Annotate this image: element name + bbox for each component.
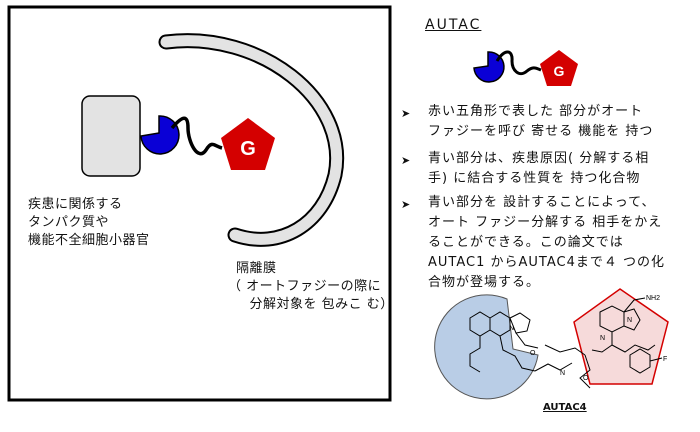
svg-text:O: O (530, 350, 536, 357)
structure-blue-region (434, 294, 539, 400)
bullet-line: AUTAC1 からAUTAC4まで４ つの化 (428, 255, 665, 270)
structure-red-region (573, 288, 669, 385)
g-label: G (240, 138, 256, 160)
svg-text:N: N (509, 325, 514, 332)
bullet-line: 赤い五角形で表した 部分がオート (428, 104, 644, 119)
svg-text:N: N (560, 370, 565, 377)
g-pentagon (221, 118, 275, 170)
linker-line (170, 116, 223, 156)
blue-ligand-shape (140, 115, 180, 155)
svg-text:O: O (583, 375, 589, 382)
bullet-line: オート ファジー分解する 相手をかえ (428, 215, 663, 230)
target-protein-box (81, 95, 141, 177)
autac-linker-line (495, 50, 542, 76)
membrane-label-line: （ オートファジーの際に (228, 279, 382, 294)
bullet-line: 青い部分を 設計することによって、 (428, 195, 656, 210)
bullet-line: ファジーを呼び 寄せる 機能を 持つ (428, 124, 654, 139)
protein-label-line: 機能不全細胞小器官 (28, 233, 150, 248)
membrane-label-line: 隔離膜 (236, 261, 277, 276)
protein-label: 疾患に関係する タンパク質や 機能不全細胞小器官 (28, 196, 150, 250)
protein-label-line: タンパク質や (28, 215, 110, 230)
membrane-label: 隔離膜 （ オートファジーの際に 分解対象を 包みこ む） (228, 260, 394, 314)
svg-text:N: N (627, 317, 632, 324)
svg-text:NH2: NH2 (646, 295, 660, 302)
autac4-caption: AUTAC4 (543, 402, 587, 413)
autac-g-pentagon (540, 50, 578, 86)
bullet-line: ることができる。この論文では (428, 235, 624, 250)
autac4-structure: N O N N N NH2 F O (434, 288, 669, 400)
bullet-line: 青い部分は、疾患原因( 分解する相 (428, 151, 650, 166)
bullet-line: 合物が登場する。 (428, 275, 541, 290)
autac-g-label: G (554, 63, 565, 79)
bullet-line: 手) に結合する性質を 持つ化合物 (428, 171, 641, 186)
isolation-membrane-fill (160, 35, 343, 245)
svg-text:F: F (663, 356, 667, 363)
autac-title: AUTAC (425, 17, 482, 33)
bullet-arrow-icon: ➤ (401, 198, 412, 211)
membrane-label-line: 分解対象を 包みこ む） (236, 297, 394, 312)
bullet-arrow-icon: ➤ (401, 154, 412, 167)
protein-label-line: 疾患に関係する (28, 197, 123, 212)
bullet-arrow-icon: ➤ (401, 107, 412, 120)
svg-text:N: N (600, 335, 605, 342)
